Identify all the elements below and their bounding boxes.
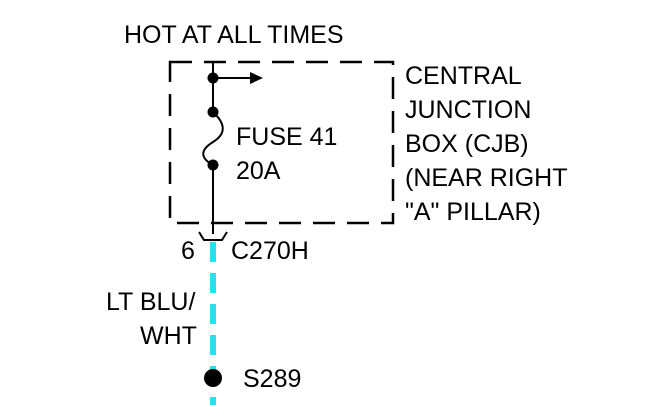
junction-box-line-5: "A" PILLAR) bbox=[405, 198, 541, 226]
bus-node bbox=[207, 72, 219, 84]
fuse-icon bbox=[202, 111, 224, 166]
connector-icon bbox=[198, 231, 228, 241]
supply-label: HOT AT ALL TIMES bbox=[124, 21, 344, 49]
junction-box-line-4: (NEAR RIGHT bbox=[405, 164, 568, 192]
junction-box-outline bbox=[168, 60, 395, 225]
fuse-rating: 20A bbox=[236, 157, 281, 185]
junction-box-line-1: CENTRAL bbox=[405, 62, 522, 90]
fuse-name: FUSE 41 bbox=[236, 123, 337, 151]
connector-pin: 6 bbox=[181, 237, 195, 265]
connector-id: C270H bbox=[231, 237, 309, 265]
junction-box-line-2: JUNCTION bbox=[405, 96, 531, 124]
wire-color-line-2: WHT bbox=[140, 322, 197, 350]
bus-arrow-icon bbox=[250, 72, 263, 84]
splice-node bbox=[204, 369, 222, 387]
junction-box-label: CENTRAL JUNCTION BOX (CJB) (NEAR RIGHT "… bbox=[405, 62, 568, 226]
wire-color-line-1: LT BLU/ bbox=[106, 288, 195, 316]
junction-box-line-3: BOX (CJB) bbox=[405, 130, 529, 158]
splice-id: S289 bbox=[243, 365, 301, 393]
